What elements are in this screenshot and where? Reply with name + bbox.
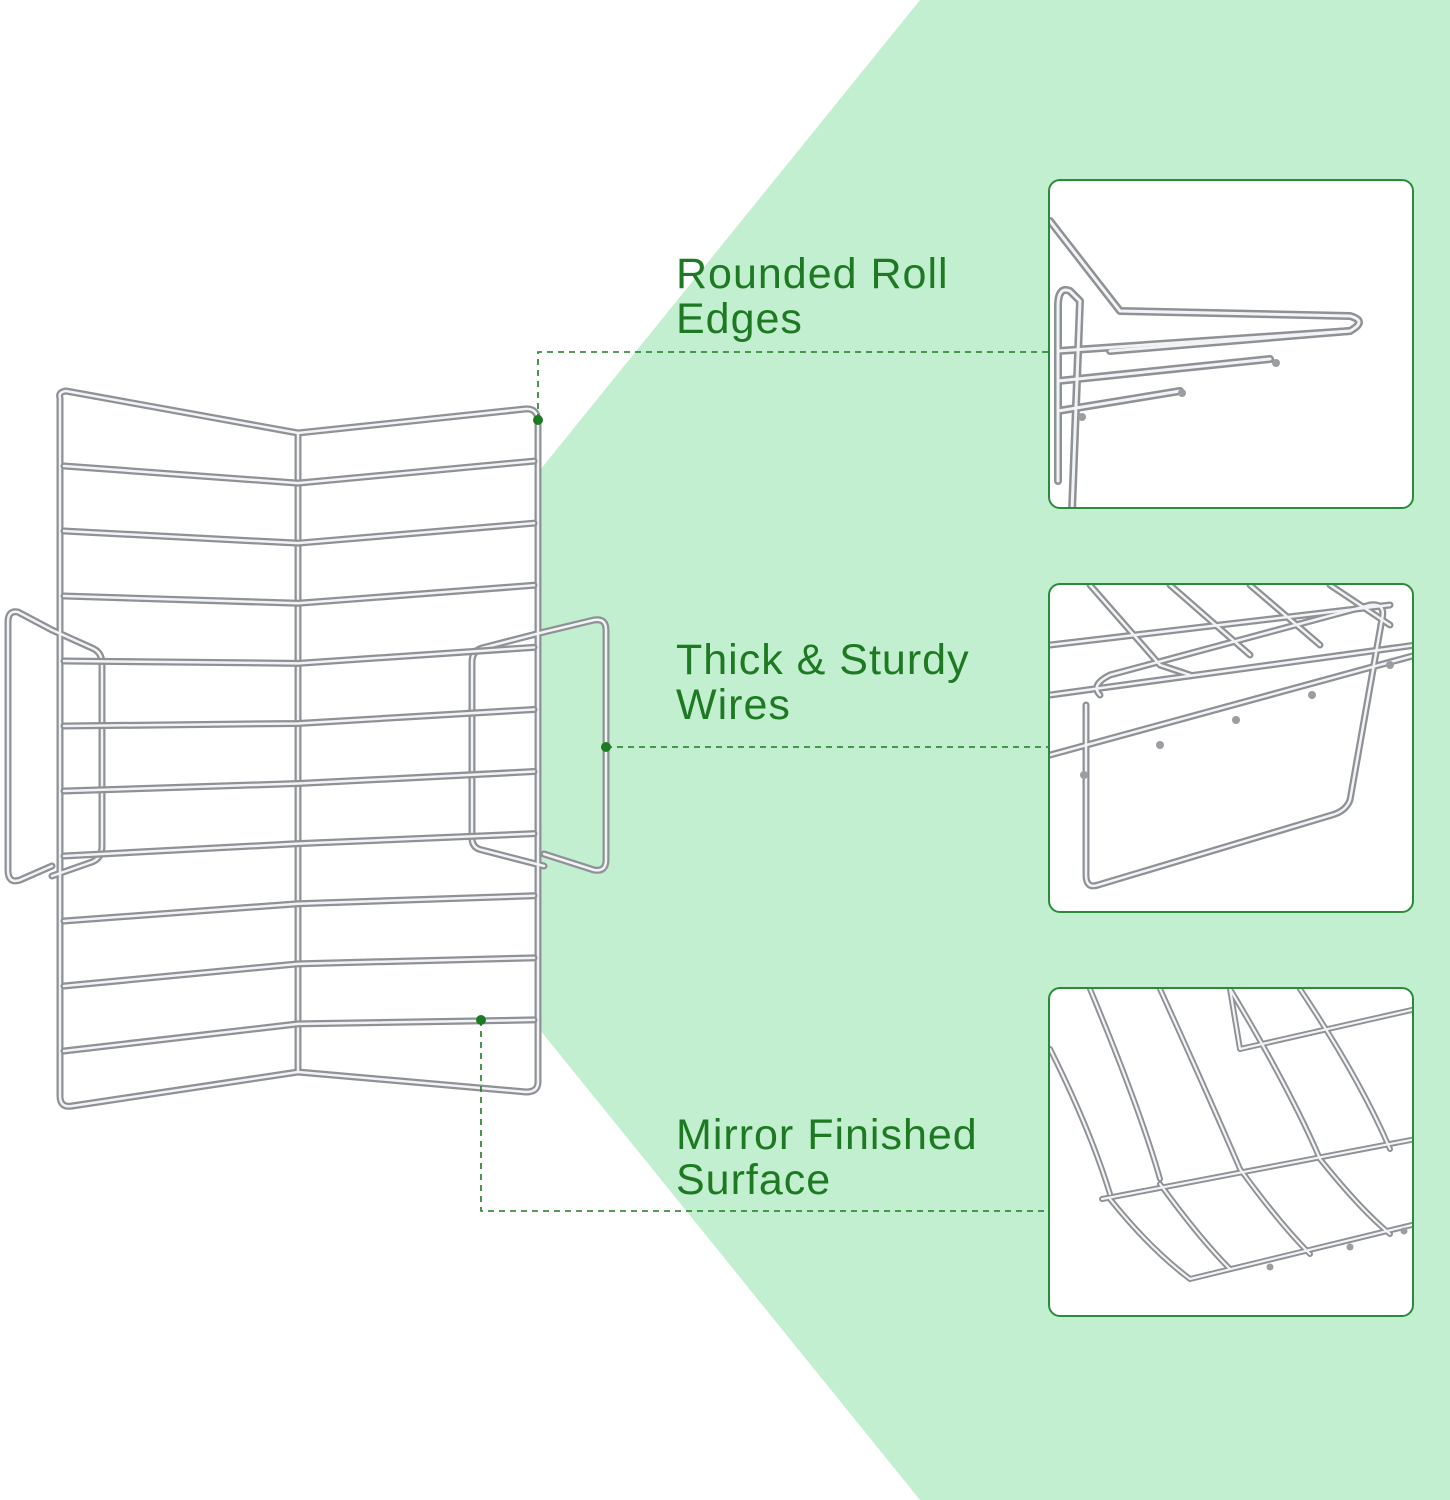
rounded-edge-closeup: [1050, 217, 1363, 507]
mirror-surface-closeup: [1050, 989, 1412, 1282]
leader-dot-3: [476, 1015, 486, 1025]
leader-dot-1: [533, 415, 543, 425]
rack-cross-wire: [62, 956, 536, 988]
callout-3-line-2: Surface: [676, 1156, 832, 1204]
closeup-panel-mirror-surface: [1048, 987, 1414, 1317]
rack-cross-wire: [62, 584, 536, 605]
closeup-panel-rounded-edges: [1048, 179, 1414, 509]
rack-cross-wire: [62, 708, 536, 728]
rack-cross-wire: [62, 459, 536, 485]
callout-2-line-1: Thick & Sturdy: [676, 636, 970, 684]
leader-dot-2: [601, 742, 611, 752]
callout-mirror-finished-surface: Mirror Finished Surface: [676, 1113, 978, 1203]
leader-line-mirror-surface: [480, 1020, 1048, 1212]
callout-3-line-1: Mirror Finished: [676, 1111, 978, 1159]
callout-1-line-2: Edges: [676, 295, 803, 343]
sturdy-wire-closeup: [1050, 585, 1412, 890]
rack-cross-wire: [62, 1018, 536, 1053]
roasting-rack-image: [4, 387, 610, 1110]
callout-thick-sturdy-wires: Thick & Sturdy Wires: [676, 638, 970, 728]
callout-2-line-2: Wires: [676, 681, 791, 729]
closeup-panel-sturdy-wires: [1048, 583, 1414, 913]
callout-rounded-roll-edges: Rounded Roll Edges: [676, 252, 949, 342]
callout-leaders: [480, 351, 1048, 1212]
rack-cross-wires: [60, 457, 538, 1055]
rack-cross-wire: [62, 894, 536, 923]
leader-dots: [476, 415, 611, 1025]
rack-cross-wire: [62, 832, 536, 858]
rack-cross-wire: [62, 646, 536, 665]
callout-1-line-1: Rounded Roll: [676, 250, 949, 298]
leader-line-rounded-edges: [537, 351, 1048, 420]
rack-cross-wire: [62, 770, 536, 793]
rack-cross-wire: [62, 521, 536, 545]
